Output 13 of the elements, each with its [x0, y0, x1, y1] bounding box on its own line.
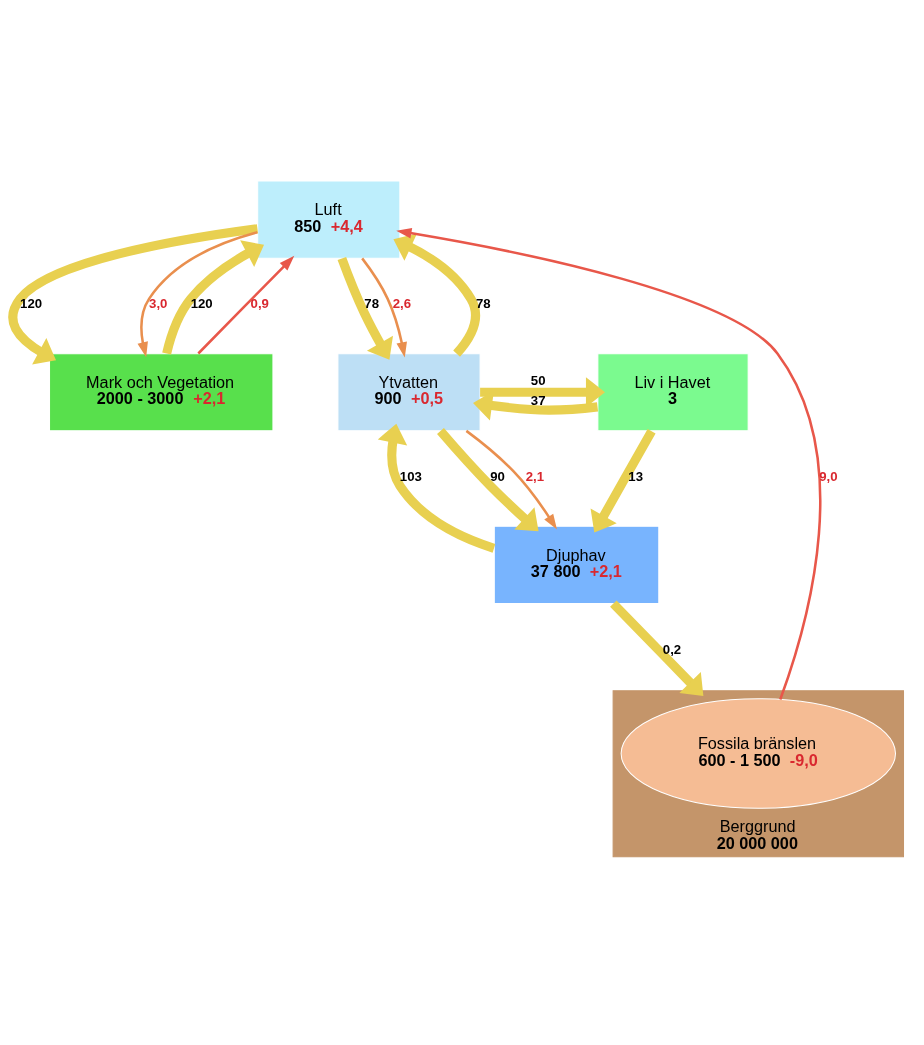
edge-label: 2,1 [525, 468, 545, 484]
edge-label: 3,0 [149, 295, 168, 311]
edge-label: 120 [190, 295, 213, 311]
edge-label: 2,6 [392, 295, 412, 311]
edge-label: 0,2 [662, 641, 682, 657]
edge-label: 0,9 [250, 295, 269, 311]
edge-label: 90 [490, 468, 505, 484]
edge-label: 13 [628, 468, 644, 484]
edge-label: 78 [364, 295, 379, 311]
edge-label: 50 [530, 372, 546, 388]
edge-label: 37 [530, 392, 546, 408]
edge-label: 120 [20, 295, 43, 311]
edge-label: 103 [399, 468, 422, 484]
